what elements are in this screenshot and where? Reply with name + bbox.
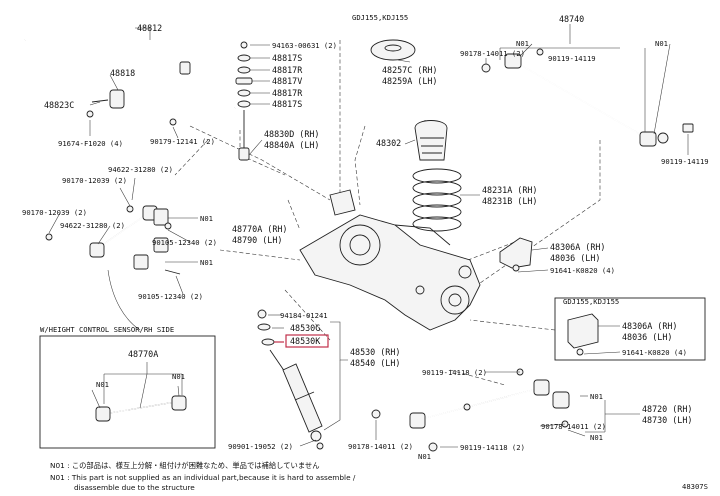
label-gdj-header: GDJ155,KDJ155 <box>352 13 408 22</box>
leaders-lower-right <box>375 371 640 448</box>
label-n01-lower-r1: N01 <box>590 392 603 401</box>
label-48530: 48530 (RH) <box>350 347 400 357</box>
label-90901: 90901-19052 (2) <box>228 442 293 451</box>
label-48530g: 48530G <box>290 323 320 333</box>
label-94184: 94184-01241 <box>280 311 328 320</box>
leaders-shock <box>268 314 348 447</box>
label-48817s-b: 48817S <box>272 99 302 109</box>
axle-housing <box>299 189 481 331</box>
lower-control-arm <box>371 368 570 452</box>
label-n01-mid-b: N01 <box>200 258 213 267</box>
label-48302: 48302 <box>376 138 401 148</box>
note-japanese: N01 : この部品は、様互上分解・組付けが困難なため、単品では補給していません <box>50 461 320 470</box>
label-48823c: 48823C <box>44 100 74 110</box>
note-english-2: disassemble due to the structure <box>74 483 195 492</box>
label-n01-mid-a: N01 <box>200 214 213 223</box>
label-90170-b: 90170-12039 (2) <box>22 208 87 217</box>
label-90179-12141: 90179-12141 (2) <box>150 137 215 146</box>
leaders-top-right <box>485 24 689 155</box>
label-48259a: 48259A (LH) <box>382 76 437 86</box>
label-48817r-b: 48817R <box>272 88 303 98</box>
highlight-48530k <box>285 334 329 348</box>
label-90178-c: 90178-14011 (2) <box>348 442 413 451</box>
label-n01-lower-c: N01 <box>418 452 431 461</box>
part-labels: 48812 48818 48823C 91674-F1020 (4) 90179… <box>22 13 709 461</box>
label-48306a-a: 48306A (RH) <box>550 242 605 252</box>
label-48817s: 48817S <box>272 53 302 63</box>
label-48231b: 48231B (LH) <box>482 196 537 206</box>
label-90105-a: 90105-12340 (2) <box>152 238 217 247</box>
leaders-left <box>48 177 198 331</box>
label-n01-upper-right: N01 <box>655 39 668 48</box>
label-48817r: 48817R <box>272 65 303 75</box>
label-48720: 48720 (RH) <box>642 404 692 414</box>
label-91641-a: 91641-K0820 (4) <box>550 266 615 275</box>
label-48790: 48790 (LH) <box>232 235 282 245</box>
coil-spring-assembly <box>370 39 462 232</box>
label-91641-b: 91641-K0820 (4) <box>622 348 687 357</box>
label-90105-b: 90105-12340 (2) <box>138 292 203 301</box>
height-sensor-box <box>39 335 216 449</box>
leaders-center <box>397 59 480 196</box>
label-48036-a: 48036 (LH) <box>550 253 600 263</box>
label-48830d: 48830D (RH) <box>264 129 319 139</box>
label-94163: 94163-00631 (2) <box>272 41 337 50</box>
label-90119-14119-right: 90119-14119 <box>661 157 709 166</box>
label-90178-14011-top: 90178-14011 (2) <box>460 49 525 58</box>
footnotes: N01 : この部品は、様互上分解・組付けが困難なため、単品では補給していません… <box>50 461 708 492</box>
label-91674: 91674-F1020 (4) <box>58 139 123 148</box>
label-gdj-header-2: GDJ155,KDJ155 <box>563 297 619 306</box>
label-height-sensor: W/HEIGHT CONTROL SENSOR/RH SIDE <box>40 325 174 334</box>
label-94622-b: 94622-31280 (2) <box>60 221 125 230</box>
label-48817v: 48817V <box>272 76 302 86</box>
label-48840a: 48840A (LH) <box>264 140 319 150</box>
label-n01-lower-r2: N01 <box>590 433 603 442</box>
label-n01-box-left: N01 <box>96 380 109 389</box>
bump-stopper <box>499 237 706 361</box>
label-48770a: 48770A (RH) <box>232 224 287 234</box>
lateral-link <box>45 205 181 275</box>
label-94622-a: 94622-31280 (2) <box>108 165 173 174</box>
label-90119-14119-top: 90119-14119 <box>548 54 596 63</box>
label-n01-box-right: N01 <box>172 372 185 381</box>
label-48306a-b: 48306A (RH) <box>622 321 677 331</box>
label-48036-b: 48036 (LH) <box>622 332 672 342</box>
label-48740: 48740 <box>559 14 584 24</box>
leaders-top-left <box>89 27 270 156</box>
label-48231a: 48231A (RH) <box>482 185 537 195</box>
diagram-code: 48307S <box>682 482 708 491</box>
label-n01-upper-left: N01 <box>516 39 529 48</box>
label-48530k: 48530K <box>290 336 321 346</box>
upper-control-arm <box>481 48 694 147</box>
label-48818: 48818 <box>110 68 135 78</box>
label-48730: 48730 (LH) <box>642 415 692 425</box>
note-english-1: N01 : This part is not supplied as an in… <box>50 473 356 482</box>
label-90178-b: 90178-14011 (2) <box>541 422 606 431</box>
label-90119-14118-b: 90119-14118 (2) <box>460 443 525 452</box>
label-90170-a: 90170-12039 (2) <box>62 176 127 185</box>
label-90119-14118-top: 90119-14118 (2) <box>422 368 487 377</box>
label-48540: 48540 (LH) <box>350 358 400 368</box>
label-48257c: 48257C (RH) <box>382 65 437 75</box>
label-48812: 48812 <box>137 23 162 33</box>
label-48770a-box: 48770A <box>128 349 158 359</box>
